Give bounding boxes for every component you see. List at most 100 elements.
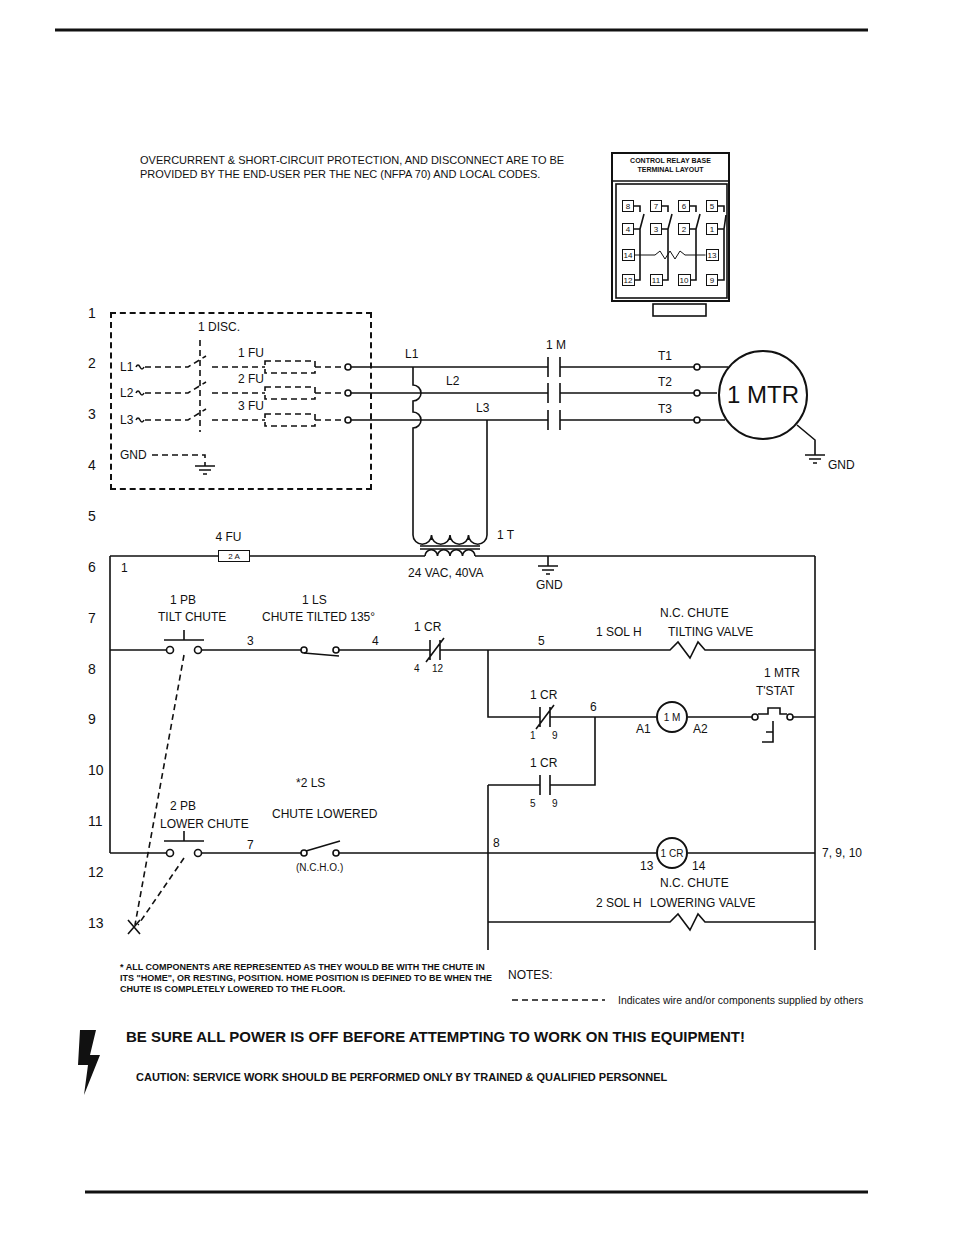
terminal-label: T3 [658,402,672,416]
relay-base-panel: CONTROL RELAY BASE TERMINAL LAYOUT876543… [611,152,730,302]
node-text: 6 [682,202,686,211]
transformer-label: 1 T [497,528,514,542]
control-ladder [306,841,340,851]
terminal-label: T1 [658,349,672,363]
node-text: 11 [652,276,660,285]
disconnect-enclosure: 1 DISC.L1L2L3GND1 FU2 FU3 FU [110,312,372,490]
wire-number: 7 [247,838,254,852]
row-number: 6 [88,559,96,575]
terminal-box: 3 [650,223,662,235]
control-ladder [301,647,307,653]
node-text: L2 [120,386,133,400]
power-wiring [797,425,825,463]
node-text: 1 FU [238,346,264,360]
component-label: LOWERING VALVE [650,896,756,910]
line-label: L2 [446,374,459,388]
component-label: CHUTE LOWERED [272,807,377,821]
control-ladder [128,920,140,934]
power-wiring [486,420,488,535]
disconnect-symbols [345,390,351,396]
legend-line-sample [512,999,605,1001]
node-text: 1 [710,225,714,234]
component-label: 2 PB [170,799,196,813]
control-ladder [488,914,815,930]
disconnect-symbols [345,417,351,423]
disconnect-wiring [145,340,345,466]
relay-base-detail [616,184,727,298]
relay-base-detail [613,181,728,316]
power-wiring [548,357,560,430]
node-text: 7 [654,202,658,211]
power-wiring [413,367,421,535]
component-label: T'STAT [756,684,795,698]
fuse-box: 4 FU2 A [218,550,250,562]
component-label: N.C. CHUTE [660,606,729,620]
control-ladder [110,555,815,557]
notes-heading: NOTES: [508,968,553,982]
wire-number: 4 [372,634,379,648]
control-ladder [488,717,595,950]
power-wiring [351,357,825,535]
control-ladder [164,630,204,640]
control-ladder [167,647,174,654]
page-rule [85,1191,868,1194]
terminal-box: 2 [678,223,690,235]
page-rule [55,29,868,32]
control-ladder [110,556,815,950]
disconnect-wiring [199,340,201,432]
node-text: 1 MTR [727,382,799,408]
disconnect-wiring [265,361,315,373]
node-text: GND [120,448,147,462]
row-number: 5 [88,508,96,524]
relay-base-detail [653,304,706,316]
rating-label: 24 VAC, 40VA [408,566,484,580]
power-wiring [351,419,725,421]
power-wiring [694,390,700,396]
terminal-number: 14 [692,859,705,873]
wire-number: 5 [538,634,545,648]
component-label: 1 SOL H [596,625,642,639]
transformer-symbol [425,550,475,556]
node-text: 4 FU [215,530,241,544]
row-number: 8 [88,661,96,677]
row-number: 4 [88,457,96,473]
disconnect-wiring [265,414,315,426]
control-ladder [333,850,339,856]
component-label: LOWER CHUTE [160,817,249,831]
control-ladder [135,655,184,925]
contact-label: 1 CR [530,756,557,770]
component-label: 1 LS [302,593,327,607]
disconnect-wiring [152,455,205,466]
control-ladder [110,556,815,950]
disconnect-symbols [345,364,351,370]
disconnect-symbols [136,364,351,474]
control-ladder [110,642,815,658]
node-text: L3 [120,413,133,427]
ground-label: GND [828,458,855,472]
row-number: 9 [88,711,96,727]
row-number: 2 [88,355,96,371]
row-number: 10 [88,762,104,778]
caution-text: CAUTION: SERVICE WORK SHOULD BE PERFORME… [136,1070,667,1084]
motor-circle: 1 MTR [718,350,808,440]
terminal-number: 1 [530,730,536,742]
coil-circle: 1 CR [656,837,688,869]
node-text: 4 [626,225,630,234]
coil-circle: 1 M [656,701,688,733]
ground-label: GND [536,578,563,592]
component-label: 1 PB [170,593,196,607]
control-ladder [195,647,202,654]
node-text: 1 M [664,712,681,723]
power-wiring [694,417,700,423]
control-ladder [195,850,202,857]
node-text: 3 [654,225,658,234]
node-text: L1 [120,360,133,374]
contact-label: 1 CR [530,688,557,702]
node-text: 1 DISC. [198,320,240,334]
terminal-number: 5 [530,798,536,810]
terminal-number: 12 [432,663,443,675]
line-label: L1 [405,347,418,361]
node-text: 8 [626,202,630,211]
